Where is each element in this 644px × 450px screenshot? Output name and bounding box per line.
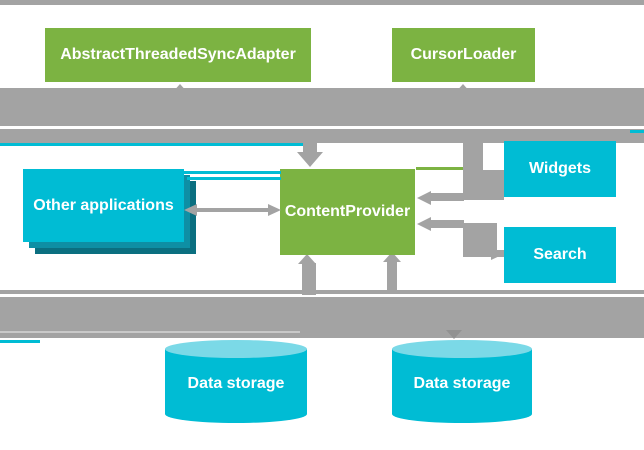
- band-top: [0, 88, 644, 126]
- arrowhead-up-cursorloader: [455, 84, 471, 93]
- box-syncadapter: AbstractThreadedSyncAdapter: [45, 28, 311, 82]
- other-applications-label: Other applications: [33, 196, 174, 214]
- cylinder-storage-left: Data storage: [165, 340, 307, 423]
- widgets-label: Widgets: [528, 160, 592, 178]
- cylinder-storage-right: Data storage: [392, 340, 532, 423]
- cylinder-right-top-ellipse: [392, 340, 532, 358]
- green-edge-line: [416, 167, 463, 170]
- cyan-divider-line: [0, 143, 307, 146]
- data-storage-right-label: Data storage: [413, 375, 511, 392]
- band-mid: [0, 129, 644, 143]
- arrowhead-search-into-provider: [417, 217, 431, 231]
- arrowhead-down-provider-top: [297, 152, 323, 167]
- arm-search-to-provider: [431, 220, 464, 228]
- arrowhead-into-search: [491, 248, 504, 260]
- arm-provider-to-search: [463, 250, 504, 257]
- arrowhead-widgets-into-provider: [417, 191, 431, 205]
- cyan-edge-left-low: [0, 340, 40, 343]
- box-widgets: Widgets: [504, 141, 616, 197]
- box-other-applications: Other applications: [23, 169, 184, 242]
- band-bottom-gap-line: [0, 294, 644, 297]
- cyan-stripe-2: [187, 177, 281, 180]
- cyan-stripe-1: [182, 171, 281, 174]
- arrowhead-down-storage-right: [446, 330, 462, 339]
- data-storage-left-label: Data storage: [187, 375, 285, 392]
- pipe-provider-top: [303, 143, 317, 153]
- pipe-provider-storage-right: [387, 261, 397, 292]
- arrowhead-up-syncadapter: [172, 84, 188, 93]
- shaft-search-row: [0, 0, 644, 5]
- band-bottom: [0, 290, 644, 338]
- double-arrow-head-left: [184, 204, 197, 216]
- cyan-edge-right: [630, 130, 644, 133]
- pipe-provider-storage-left: [302, 263, 316, 295]
- syncadapter-label: AbstractThreadedSyncAdapter: [60, 46, 296, 64]
- search-label: Search: [533, 246, 587, 264]
- box-cursorloader: CursorLoader: [392, 28, 535, 82]
- contentprovider-label: ContentProvider: [284, 203, 411, 221]
- double-arrow-shaft: [196, 208, 272, 212]
- pipe-cursorloader-down: [463, 143, 483, 171]
- arm-widgets-to-provider: [431, 193, 464, 201]
- double-arrow-head-right: [268, 204, 281, 216]
- elbow-widgets: [463, 170, 504, 200]
- cursorloader-label: CursorLoader: [410, 46, 517, 64]
- cylinder-left-body: [165, 349, 307, 414]
- cylinder-left-top-ellipse: [165, 340, 307, 358]
- cylinder-right-body: [392, 349, 532, 414]
- box-search: Search: [504, 227, 616, 283]
- arrowhead-up-provider-bottom-left: [298, 254, 316, 264]
- band-bottom-light-line: [0, 331, 300, 333]
- box-contentprovider: ContentProvider: [280, 169, 415, 255]
- arrowhead-up-provider-bottom-right: [383, 252, 401, 262]
